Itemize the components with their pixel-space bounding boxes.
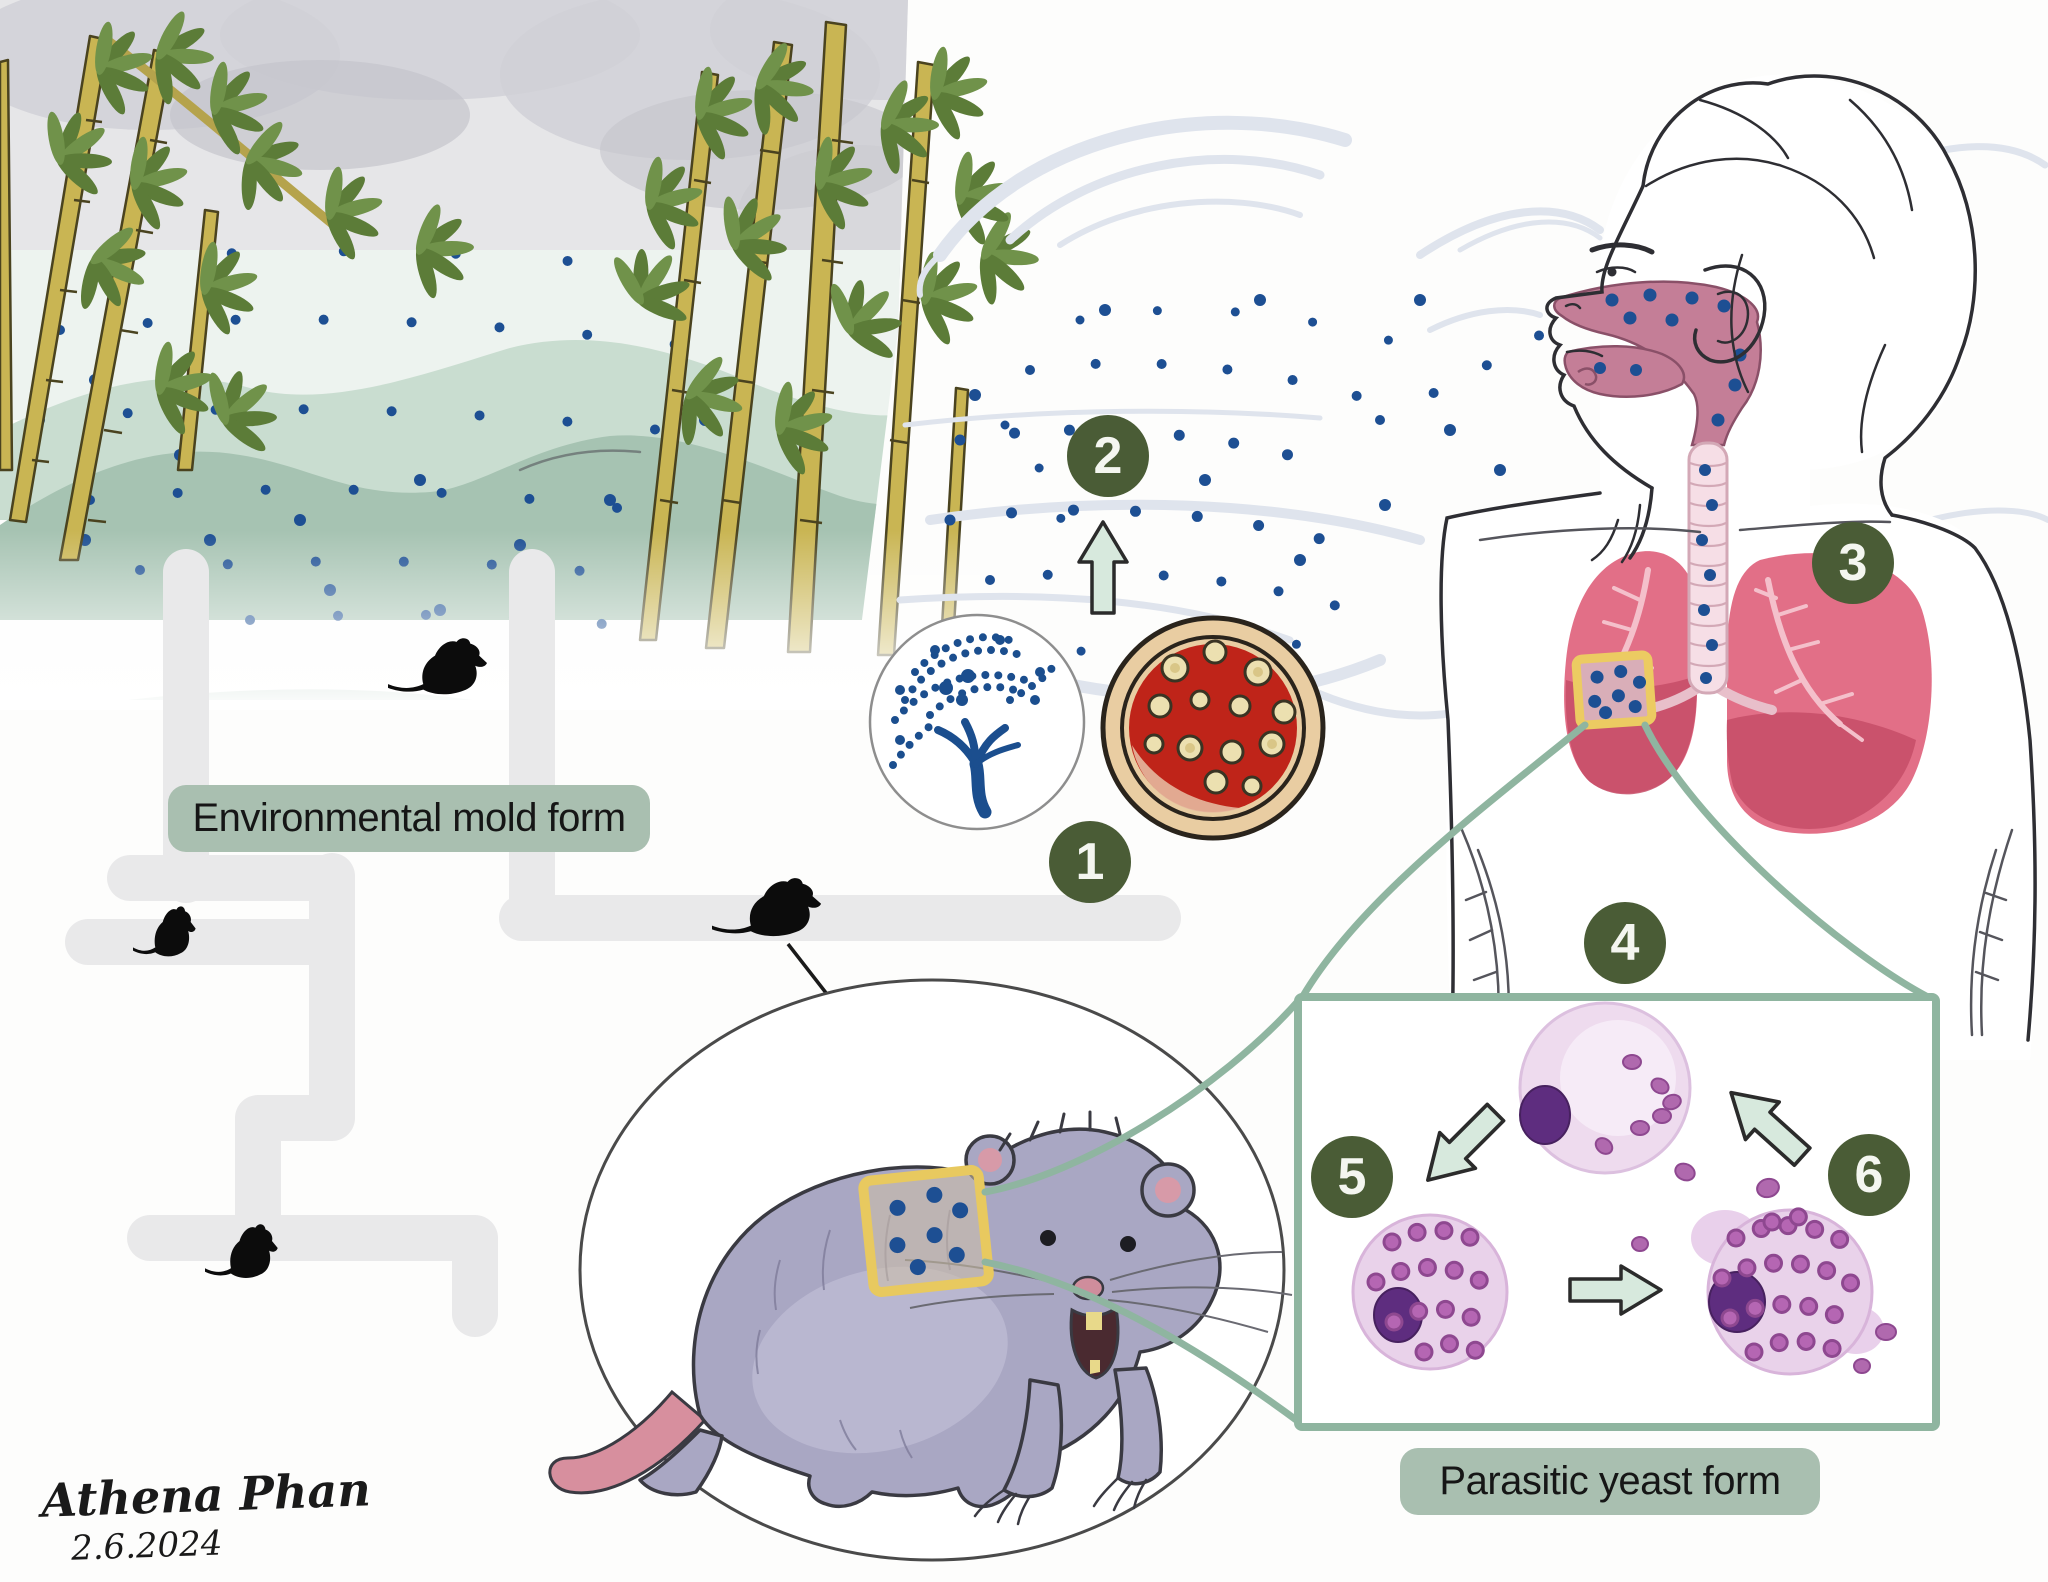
colonies (1143, 639, 1297, 797)
step-badge-1: 1 (1049, 821, 1131, 903)
free-yeast (1631, 1108, 1897, 1374)
yeast-cycle-box (1294, 993, 1940, 1431)
label-parasitic-yeast-form: Parasitic yeast form (1400, 1448, 1820, 1515)
macrophage-cell-top (1518, 1001, 1692, 1175)
step-badge-2: 2 (1067, 415, 1149, 497)
chest-hatching (1460, 520, 2014, 1037)
macrophage-cell-right (1691, 1207, 1884, 1376)
respiratory-tract (1553, 280, 1762, 695)
artist-name: Athena Phan (40, 1462, 372, 1528)
burrow-tunnels (65, 549, 1181, 1337)
figure-detail-strokes (1564, 98, 1914, 564)
bamboo-left (0, 5, 484, 562)
step-badge-3: 3 (1812, 522, 1894, 604)
macrophage-cell-left (1351, 1213, 1509, 1371)
figure-linework (1439, 74, 2037, 1042)
step-badge-5: 5 (1311, 1136, 1393, 1218)
callout-line-rat (786, 942, 832, 1000)
magnification-connectors (981, 721, 1930, 1426)
mold-conidiophore-circle (868, 613, 1086, 831)
bamboo-rat (548, 1110, 1293, 1526)
forest-spore-dots (35, 246, 685, 635)
step-badge-6: 6 (1828, 1134, 1910, 1216)
label-environmental-mold-form: Environmental mold form (168, 785, 650, 852)
forest-fade (0, 530, 980, 710)
petri-dish (1100, 615, 1326, 841)
rat-inset-square (858, 1165, 994, 1297)
inhaled-spores (1594, 288, 1747, 684)
step-badge-4: 4 (1584, 902, 1666, 984)
bamboo-rat-circle (548, 978, 1293, 1562)
trachea (1687, 441, 1729, 695)
artist-signature: Athena Phan 2.6.2024 (40, 1462, 373, 1569)
lung-inset-square (1571, 650, 1657, 730)
